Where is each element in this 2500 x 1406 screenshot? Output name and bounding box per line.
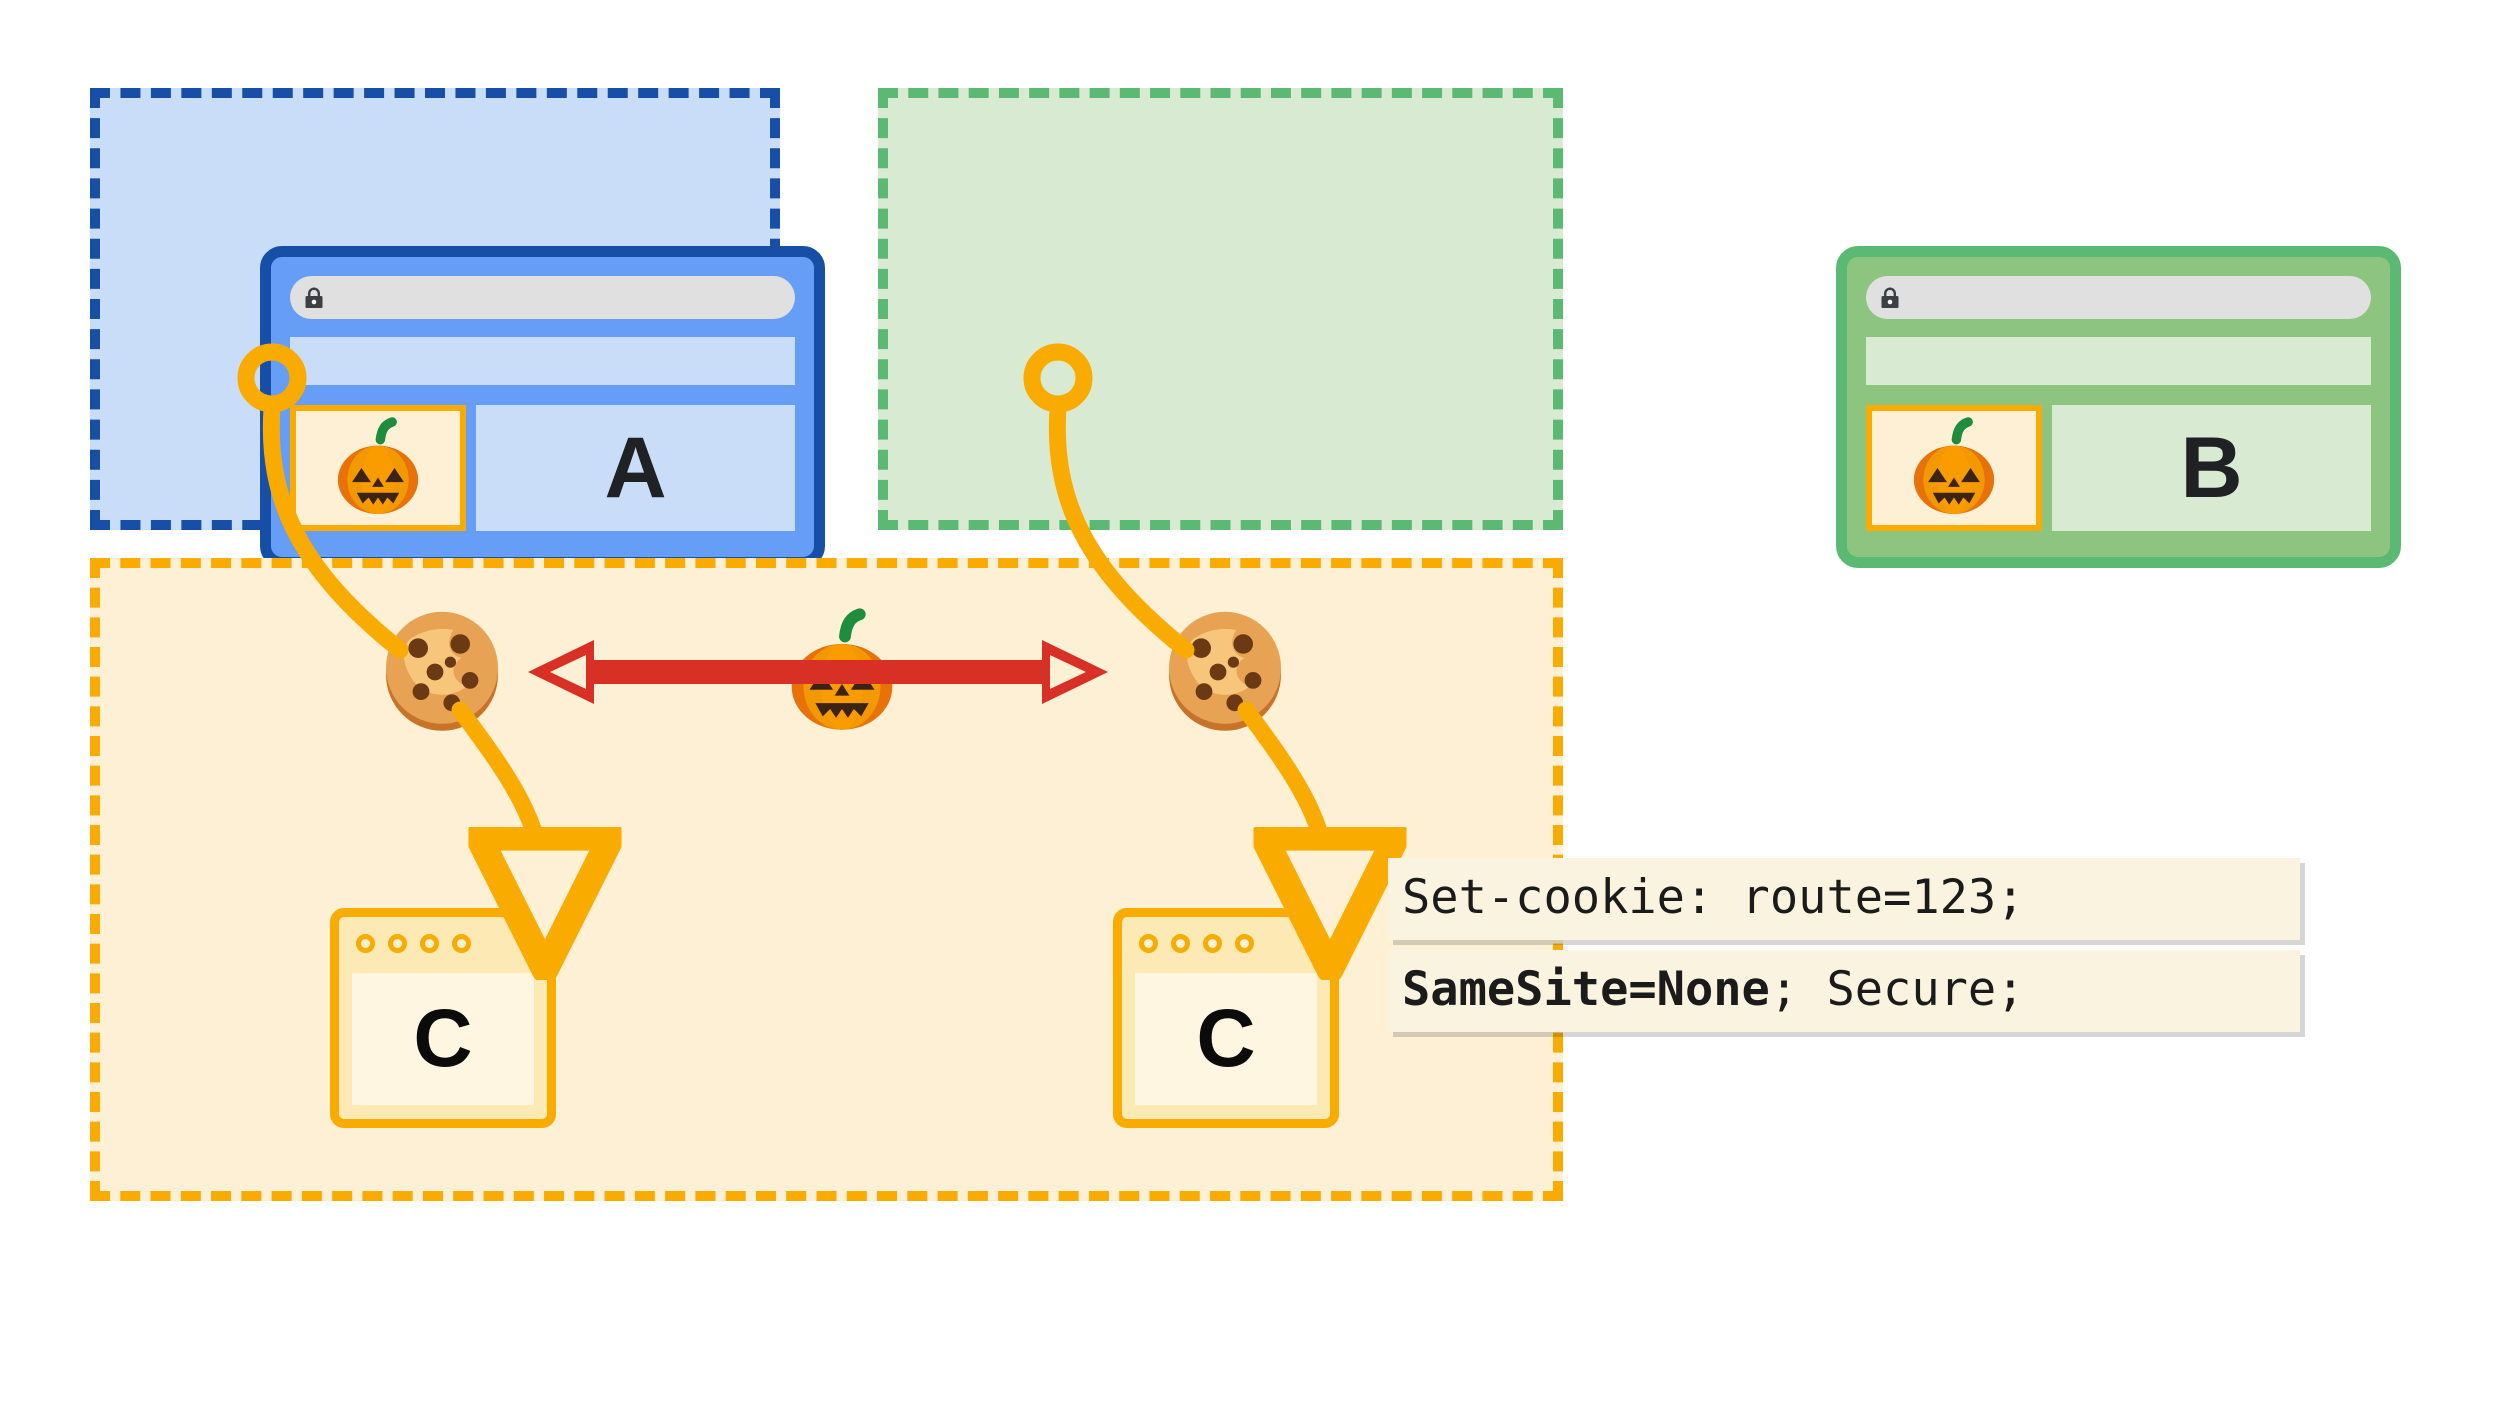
context-site-a: A: [90, 88, 825, 568]
page-panes-b: B: [1866, 405, 2371, 531]
samesite-directive: SameSite=None: [1402, 962, 1770, 1018]
secure-directive: ; Secure;: [1769, 962, 2025, 1018]
server-screen: C: [1135, 973, 1317, 1105]
cookie-icon: [1169, 611, 1281, 731]
server-dot-icon: [356, 933, 375, 953]
set-cookie-code-label: Set-cookie: route=123; SameSite=None; Se…: [1388, 858, 2300, 1033]
server-letter-c: C: [413, 993, 473, 1084]
site-letter-b: B: [2180, 420, 2243, 516]
page-content-strip-a: [290, 337, 795, 385]
server-dot-icon: [1139, 933, 1158, 953]
server-c-right: C: [1113, 908, 1339, 1128]
omnibox-b[interactable]: [1866, 276, 2371, 319]
browser-window-a: A: [260, 246, 825, 568]
server-dot-icon: [1235, 933, 1254, 953]
page-content-strip-b: [1866, 337, 2371, 385]
omnibox-a[interactable]: [290, 276, 795, 319]
server-c-left: C: [330, 908, 556, 1128]
server-screen: C: [352, 973, 534, 1105]
server-titlebar: [1122, 917, 1330, 969]
page-panes-a: A: [290, 405, 795, 531]
server-dot-icon: [452, 933, 471, 953]
server-dot-icon: [1203, 933, 1222, 953]
embedded-frame-a: [290, 405, 466, 531]
pumpkin-icon: [337, 417, 419, 515]
site-letter-a: A: [604, 420, 667, 516]
code-line-2: SameSite=None; Secure;: [1388, 950, 2300, 1033]
main-frame-a: A: [476, 405, 795, 531]
lock-icon: [1881, 287, 1899, 308]
server-letter-c: C: [1196, 993, 1256, 1084]
lock-icon: [305, 287, 323, 308]
browser-window-b: B: [1836, 246, 2401, 568]
server-titlebar: [339, 917, 547, 969]
server-dot-icon: [1171, 933, 1190, 953]
server-dot-icon: [388, 933, 407, 953]
main-frame-b: B: [2052, 405, 2371, 531]
server-dot-icon: [420, 933, 439, 953]
context-site-b: B: [878, 88, 2401, 568]
embedded-frame-b: [1866, 405, 2042, 531]
cookie-icon: [386, 611, 498, 731]
bidirectional-red-arrow-icon: [528, 640, 1108, 704]
code-line-1: Set-cookie: route=123;: [1388, 858, 2300, 941]
pumpkin-icon: [1913, 417, 1995, 515]
